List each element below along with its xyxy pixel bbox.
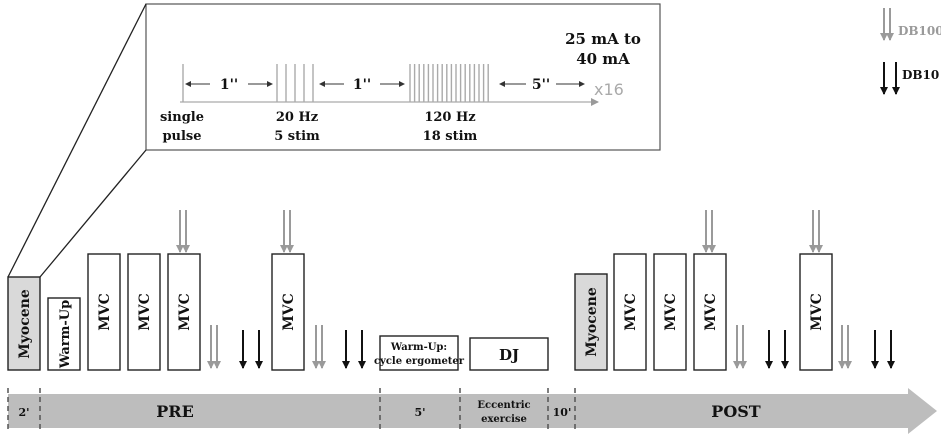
mvc-block-2 bbox=[127, 253, 161, 371]
zoom-line-right bbox=[39, 149, 147, 278]
warmup-cycle-label-1: Warm-Up: bbox=[390, 342, 447, 353]
timeline-label-5min: 5' bbox=[414, 406, 425, 419]
db100-arrow-above bbox=[702, 210, 716, 253]
repeat-label: x16 bbox=[594, 80, 624, 99]
mvc-block-4 bbox=[271, 253, 305, 371]
mvc-label-3: MVC bbox=[177, 293, 193, 331]
mvc-label-7: MVC bbox=[703, 293, 719, 331]
warmup-cycle-label-2: cycle ergometer bbox=[374, 356, 465, 367]
stim-label-20hz-2: 5 stim bbox=[274, 129, 320, 144]
warmup-cycle-block bbox=[379, 335, 459, 371]
interval-label-1: 1'' bbox=[220, 77, 238, 93]
mvc-label-8: MVC bbox=[809, 293, 825, 331]
timeline-arrow bbox=[8, 388, 937, 434]
pulse-trains bbox=[182, 64, 489, 102]
legend: DB100 DB10 bbox=[880, 8, 941, 95]
db100-arrow-above bbox=[280, 210, 294, 253]
stimulation-arrows bbox=[176, 210, 895, 369]
timeline-label-10min: 10' bbox=[553, 406, 572, 419]
timeline-dividers bbox=[7, 388, 576, 432]
stim-label-120hz-2: 18 stim bbox=[423, 129, 478, 144]
dj-label: DJ bbox=[499, 346, 519, 364]
mvc-block-3 bbox=[167, 253, 201, 371]
legend-db10-label: DB10 bbox=[902, 68, 939, 82]
db100-arrow-after bbox=[838, 325, 852, 369]
db100-arrow-icon bbox=[880, 8, 894, 41]
inset-frame bbox=[145, 3, 661, 151]
stim-label-single-1: single bbox=[160, 110, 204, 125]
timeline-label-2min: 2' bbox=[18, 406, 29, 419]
db100-arrow-after bbox=[312, 325, 326, 369]
interval-label-2: 1'' bbox=[353, 77, 371, 93]
intensity-line-2: 40 mA bbox=[576, 50, 630, 68]
stim-label-20hz-1: 20 Hz bbox=[276, 110, 318, 125]
db100-arrow-above bbox=[176, 210, 190, 253]
mvc-label-5: MVC bbox=[623, 293, 639, 331]
mvc-block-7 bbox=[693, 253, 727, 371]
legend-db100-label: DB100 bbox=[898, 24, 941, 38]
mvc-block-8 bbox=[799, 253, 833, 371]
mvc-label-2: MVC bbox=[137, 293, 153, 331]
myocene-block-pre bbox=[7, 276, 41, 371]
mvc-label-6: MVC bbox=[663, 293, 679, 331]
stimulation-inset: 1'' 1'' 5'' x16 25 mA to 40 mA single pu… bbox=[7, 3, 661, 278]
db10-arrow bbox=[239, 330, 263, 369]
db100-arrow-above bbox=[809, 210, 823, 253]
mvc-block-1 bbox=[87, 253, 121, 371]
myocene-label-post: Myocene bbox=[584, 287, 600, 357]
intensity-line-1: 25 mA to bbox=[565, 30, 641, 48]
zoom-line-left bbox=[7, 3, 147, 278]
warmup-label: Warm-Up bbox=[58, 300, 73, 369]
myocene-block-post bbox=[574, 273, 608, 371]
dj-block bbox=[469, 337, 549, 371]
interval-label-3: 5'' bbox=[532, 77, 550, 93]
timeline-label-exercise: exercise bbox=[481, 414, 527, 425]
timeline-label-pre: PRE bbox=[156, 402, 194, 421]
stim-label-single-2: pulse bbox=[162, 129, 201, 144]
myocene-label-pre: Myocene bbox=[17, 289, 33, 359]
mvc-block-6 bbox=[653, 253, 687, 371]
mvc-block-5 bbox=[613, 253, 647, 371]
timeline: 2' PRE 5' Eccentric exercise 10' POST bbox=[7, 388, 937, 434]
timeline-label-eccentric: Eccentric bbox=[477, 400, 530, 411]
stim-label-120hz-1: 120 Hz bbox=[424, 110, 475, 125]
db10-arrow bbox=[871, 330, 895, 369]
timeline-label-post: POST bbox=[711, 402, 761, 421]
db100-arrow-after bbox=[733, 325, 747, 369]
db10-arrow bbox=[342, 330, 366, 369]
mvc-label-4: MVC bbox=[281, 293, 297, 331]
db10-arrow-icon bbox=[880, 62, 900, 95]
db10-arrow bbox=[765, 330, 789, 369]
db100-arrow-after bbox=[207, 325, 221, 369]
protocol-blocks: Myocene Warm-Up MVC MVC MVC MVC Warm-Up:… bbox=[7, 253, 833, 371]
mvc-label-1: MVC bbox=[97, 293, 113, 331]
warmup-block bbox=[47, 297, 81, 371]
